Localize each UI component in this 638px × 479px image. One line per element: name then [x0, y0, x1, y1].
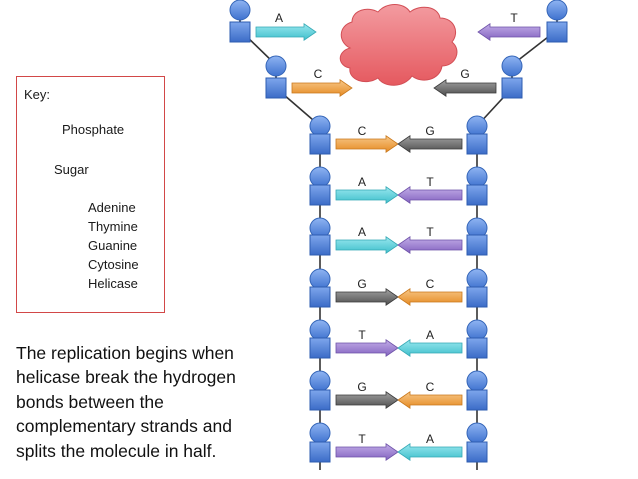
phosphate-icon [466, 115, 488, 137]
base-label: A [426, 328, 434, 342]
base-label: T [426, 225, 434, 239]
base-label: G [460, 67, 469, 81]
key-cytosine-label: Cytosine [88, 257, 139, 272]
base-arrow [433, 78, 497, 98]
base-arrow [291, 78, 353, 98]
base-arrow [255, 22, 317, 42]
sugar-icon [466, 133, 488, 155]
sugar-icon [309, 441, 331, 463]
sugar-icon [501, 77, 523, 99]
phosphate-icon [265, 55, 287, 77]
phosphate-icon [309, 319, 331, 341]
base-arrow [397, 235, 463, 255]
base-arrow [335, 287, 399, 307]
base-arrow [397, 442, 463, 462]
sugar-icon [229, 21, 251, 43]
base-label: G [357, 380, 366, 394]
key-panel [16, 76, 165, 313]
description-text: The replication begins when helicase bre… [16, 341, 276, 463]
base-label: A [358, 175, 366, 189]
key-sugar-label: Sugar [54, 162, 89, 177]
base-arrow [335, 442, 399, 462]
sugar-icon [309, 234, 331, 256]
sugar-icon [466, 389, 488, 411]
key-title: Key: [24, 87, 51, 102]
base-arrow [397, 185, 463, 205]
sugar-icon [309, 184, 331, 206]
base-label: T [358, 432, 366, 446]
key-adenine-label: Adenine [88, 200, 136, 215]
phosphate-icon [466, 319, 488, 341]
sugar-icon [309, 286, 331, 308]
dna-strands [229, 0, 568, 470]
phosphate-icon [229, 0, 251, 21]
phosphate-icon [309, 166, 331, 188]
base-label: A [358, 225, 366, 239]
phosphate-icon [309, 370, 331, 392]
description-line: splits the molecule in half. [16, 440, 217, 461]
base-label: T [510, 11, 518, 25]
phosphate-icon [309, 115, 331, 137]
sugar-icon [466, 184, 488, 206]
base-arrow [335, 185, 399, 205]
base-label: C [426, 380, 435, 394]
key-phosphate-label: Phosphate [62, 122, 125, 137]
base-label: T [358, 328, 366, 342]
sugar-icon [466, 441, 488, 463]
key-guanine-label: Guanine [88, 238, 138, 253]
base-arrow [397, 287, 463, 307]
sugar-icon [265, 77, 287, 99]
sugar-icon [309, 133, 331, 155]
sugar-icon [309, 337, 331, 359]
phosphate-icon [309, 268, 331, 290]
sugar-icon [546, 21, 568, 43]
base-label: C [358, 124, 367, 138]
phosphate-icon [466, 422, 488, 444]
sugar-icon [466, 234, 488, 256]
helicase-layer [339, 4, 458, 86]
phosphate-icon [309, 422, 331, 444]
base-label: G [357, 277, 366, 291]
base-pair-arrows: A T C G C G A T A T G C T A G C T A [255, 11, 541, 462]
phosphate-icon [501, 55, 523, 77]
key-helicase-label: Helicase [88, 276, 138, 291]
phosphate-icon [466, 268, 488, 290]
base-arrow [397, 338, 463, 358]
helicase-cloud [339, 4, 458, 86]
base-arrow [335, 390, 399, 410]
base-label: A [275, 11, 283, 25]
sugar-icon [466, 337, 488, 359]
sugar-icon [466, 286, 488, 308]
base-label: G [425, 124, 434, 138]
description-line: helicase break the hydrogen [16, 367, 236, 388]
base-label: C [314, 67, 323, 81]
base-label: C [426, 277, 435, 291]
description-line: bonds between the [16, 391, 164, 412]
base-arrow [477, 22, 541, 42]
base-label: T [426, 175, 434, 189]
base-arrow [397, 390, 463, 410]
base-arrow [335, 134, 399, 154]
base-label: A [426, 432, 434, 446]
phosphate-icon [466, 370, 488, 392]
description-line: The replication begins when [16, 343, 234, 363]
base-arrow [335, 235, 399, 255]
base-arrow [397, 134, 463, 154]
phosphate-icon [546, 0, 568, 21]
base-arrow [335, 338, 399, 358]
description-line: complementary strands and [16, 416, 232, 437]
sugar-icon [309, 389, 331, 411]
key-thymine-label: Thymine [88, 219, 138, 234]
phosphate-icon [466, 166, 488, 188]
